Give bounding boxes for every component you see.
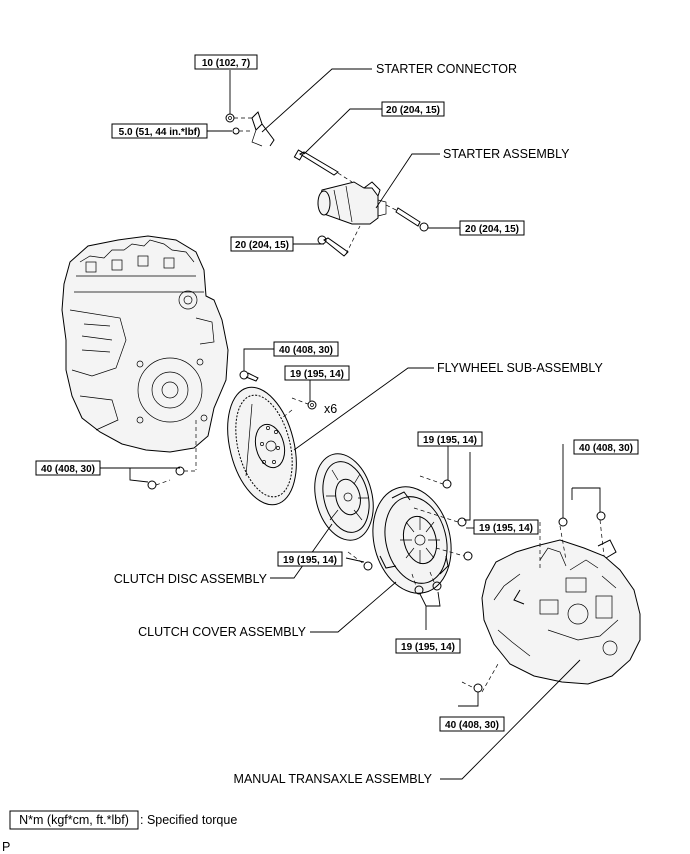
engine-bolt-lower-1	[147, 480, 157, 490]
flywheel-sub-assembly	[227, 386, 297, 506]
label-clutch-cover: CLUTCH COVER ASSEMBLY	[138, 625, 307, 639]
corner-code: P	[2, 840, 10, 854]
torque-label-4: 20 (204, 15)	[459, 220, 525, 236]
torque-label-2: 5.0 (51, 44 in.*lbf)	[111, 123, 208, 139]
label-manual-transaxle: MANUAL TRANSAXLE ASSEMBLY	[234, 772, 433, 786]
connector-nut	[225, 113, 235, 123]
clutch-cover-bolt-3	[463, 551, 473, 561]
svg-text:5.0 (51, 44 in.*lbf): 5.0 (51, 44 in.*lbf)	[119, 127, 201, 138]
torque-label-14: 40 (408, 30)	[439, 716, 505, 732]
clutch-cover-bolt-1	[442, 479, 452, 489]
label-clutch-disc: CLUTCH DISC ASSEMBLY	[114, 572, 268, 586]
transaxle-bolt-3	[473, 683, 483, 693]
torque-label-9: 19 (195, 14)	[417, 431, 483, 447]
starter-connector	[251, 111, 275, 147]
svg-text:19 (195, 14): 19 (195, 14)	[290, 369, 344, 380]
torque-label-1: 10 (102, 7)	[194, 54, 258, 70]
manual-transaxle-assembly	[481, 539, 641, 685]
svg-text:19 (195, 14): 19 (195, 14)	[401, 642, 455, 653]
starter-bolt-right	[395, 207, 429, 232]
svg-text:40 (408, 30): 40 (408, 30)	[41, 464, 95, 475]
starter-assembly	[317, 181, 387, 225]
label-flywheel: FLYWHEEL SUB-ASSEMBLY	[437, 361, 603, 375]
clutch-disc-assembly	[314, 453, 374, 541]
svg-text:40 (408, 30): 40 (408, 30)	[445, 720, 499, 731]
torque-label-7: 19 (195, 14)	[284, 365, 350, 381]
torque-label-8: 40 (408, 30)	[35, 460, 101, 476]
svg-text:10 (102, 7): 10 (102, 7)	[202, 58, 250, 69]
torque-label-6: 40 (408, 30)	[273, 341, 339, 357]
svg-text:19 (195, 14): 19 (195, 14)	[423, 435, 477, 446]
svg-text:20 (204, 15): 20 (204, 15)	[235, 240, 289, 251]
torque-label-3: 20 (204, 15)	[381, 101, 445, 117]
transaxle-bolt-2	[596, 511, 606, 521]
svg-text:40 (408, 30): 40 (408, 30)	[579, 443, 633, 454]
clutch-cover-bolt-2	[457, 517, 467, 527]
leader-lines	[100, 68, 601, 780]
legend: N*m (kgf*cm, ft.*lbf) : Specified torque	[9, 810, 237, 830]
legend-text: : Specified torque	[140, 813, 237, 827]
starter-bolt-lower	[317, 235, 349, 257]
clutch-cover-bolt-4	[363, 561, 373, 571]
starter-bolt-upper	[293, 149, 339, 176]
flywheel-bolt	[307, 400, 317, 410]
torque-label-13: 19 (195, 14)	[395, 638, 461, 654]
svg-text:19 (195, 14): 19 (195, 14)	[283, 555, 337, 566]
transaxle-bolt-1	[558, 517, 568, 527]
torque-label-10: 40 (408, 30)	[573, 439, 639, 455]
svg-text:19 (195, 14): 19 (195, 14)	[479, 523, 533, 534]
clutch-cover-bolt-5	[414, 585, 424, 595]
label-starter-connector: STARTER CONNECTOR	[376, 62, 517, 76]
torque-label-11: 19 (195, 14)	[473, 519, 539, 535]
legend-unit: N*m (kgf*cm, ft.*lbf)	[19, 813, 129, 827]
engine-bolt-upper	[239, 370, 259, 382]
clutch-cover-assembly	[372, 486, 452, 594]
svg-text:20 (204, 15): 20 (204, 15)	[465, 224, 519, 235]
clutch-cover-bolt-6	[432, 581, 442, 591]
svg-text:20 (204, 15): 20 (204, 15)	[386, 105, 440, 116]
svg-text:40 (408, 30): 40 (408, 30)	[279, 345, 333, 356]
label-starter-assembly: STARTER ASSEMBLY	[443, 147, 570, 161]
terminal-nut	[232, 127, 240, 135]
bolt-quantity: x6	[324, 402, 337, 416]
torque-label-12: 19 (195, 14)	[277, 551, 343, 567]
torque-label-5: 20 (204, 15)	[230, 236, 294, 252]
engine-block	[61, 235, 229, 453]
